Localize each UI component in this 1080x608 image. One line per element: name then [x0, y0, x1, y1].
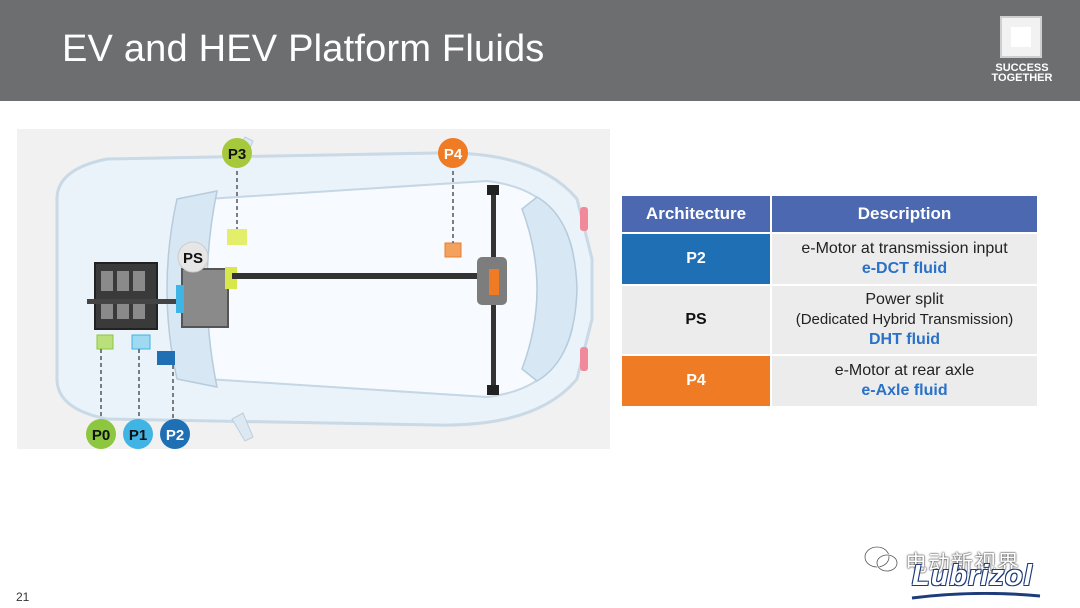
brand-logo: Lubrizol — [912, 560, 1033, 592]
p0-component — [96, 334, 114, 350]
arch-description: Power split (Dedicated Hybrid Transmissi… — [772, 286, 1037, 354]
architecture-table: Architecture Description P2 e-Motor at t… — [620, 194, 1039, 408]
rear-wheel-bottom — [487, 385, 499, 395]
fluid-name: DHT fluid — [868, 331, 941, 348]
ps-circle — [177, 241, 209, 273]
p3-box — [227, 229, 247, 245]
fluid-name: e-Axle fluid — [861, 382, 948, 399]
p2-circle — [160, 419, 190, 449]
watermark: 电动新视界 — [863, 544, 1063, 578]
front-axle-left — [87, 299, 197, 304]
engine-cylinders — [101, 271, 145, 319]
arch-description: e-Motor at rear axle e-Axle fluid — [772, 356, 1037, 406]
arch-code: P2 — [622, 234, 770, 284]
p3-circle — [222, 138, 252, 168]
brand-swoosh-icon — [911, 592, 1041, 600]
arch-code: PS — [622, 286, 770, 354]
bubble-p0: P0 — [86, 419, 116, 449]
logo-text-line2: TOGETHER — [991, 72, 1053, 84]
wechat-icon — [864, 546, 898, 572]
bubble-p2: P2 — [160, 419, 190, 449]
desc-text: e-Motor at transmission input — [801, 240, 1008, 257]
p4-motor — [489, 269, 499, 295]
header-bar: EV and HEV Platform Fluids SUCCESS TOGET… — [0, 0, 1080, 101]
bubble-p4: P4 — [438, 138, 468, 168]
p0-circle — [86, 419, 116, 449]
bubble-p3: P3 — [222, 138, 252, 168]
p4-circle — [438, 138, 468, 168]
p1-label: P1 — [129, 427, 147, 444]
slide-title: EV and HEV Platform Fluids — [62, 28, 545, 70]
driveshaft — [232, 273, 492, 279]
transmission — [181, 268, 229, 328]
header-description: Description — [772, 196, 1037, 232]
p3-component — [225, 267, 237, 289]
company-logo-icon — [1000, 16, 1042, 58]
leader-lines — [100, 171, 454, 421]
rear-light-bottom — [580, 347, 588, 371]
desc-text: e-Motor at rear axle — [834, 362, 975, 379]
p1-circle — [123, 419, 153, 449]
desc-subtext: (Dedicated Hybrid Transmission) — [795, 311, 1014, 328]
logo-text: SUCCESS TOGETHER — [986, 62, 1058, 84]
table-row: P2 e-Motor at transmission input e-DCT f… — [622, 234, 1037, 284]
ps-label: PS — [183, 250, 203, 267]
p1-component — [131, 334, 151, 350]
ps-motor — [176, 285, 184, 313]
vehicle-diagram: P3 P4 PS P0 P1 P2 — [17, 129, 610, 449]
bubble-ps: PS — [177, 241, 209, 273]
table-row: PS Power split (Dedicated Hybrid Transmi… — [622, 286, 1037, 354]
p4-box — [444, 242, 462, 258]
desc-text: Power split — [865, 291, 944, 308]
rear-wheel-top — [487, 185, 499, 195]
rear-light-top — [580, 207, 588, 231]
p0-label: P0 — [92, 427, 110, 444]
p2-component — [157, 351, 175, 365]
mirror-bottom — [231, 412, 254, 442]
header-architecture: Architecture — [622, 196, 770, 232]
fluid-name: e-DCT fluid — [861, 260, 948, 277]
car-illustration: P3 P4 PS P0 P1 P2 — [55, 136, 594, 449]
p3-label: P3 — [228, 146, 246, 163]
rear-window — [521, 196, 578, 382]
logo-text-line1: SUCCESS — [995, 62, 1049, 74]
arch-code: P4 — [622, 356, 770, 406]
table-row: P4 e-Motor at rear axle e-Axle fluid — [622, 356, 1037, 406]
p4-label: P4 — [444, 146, 463, 163]
arch-description: e-Motor at transmission input e-DCT flui… — [772, 234, 1037, 284]
table-header-row: Architecture Description — [622, 196, 1037, 232]
p2-label: P2 — [166, 427, 184, 444]
page-number: 21 — [16, 590, 30, 604]
watermark-text: 电动新视界 — [905, 552, 1021, 577]
car-roof — [196, 179, 573, 399]
bubble-p1: P1 — [123, 419, 153, 449]
